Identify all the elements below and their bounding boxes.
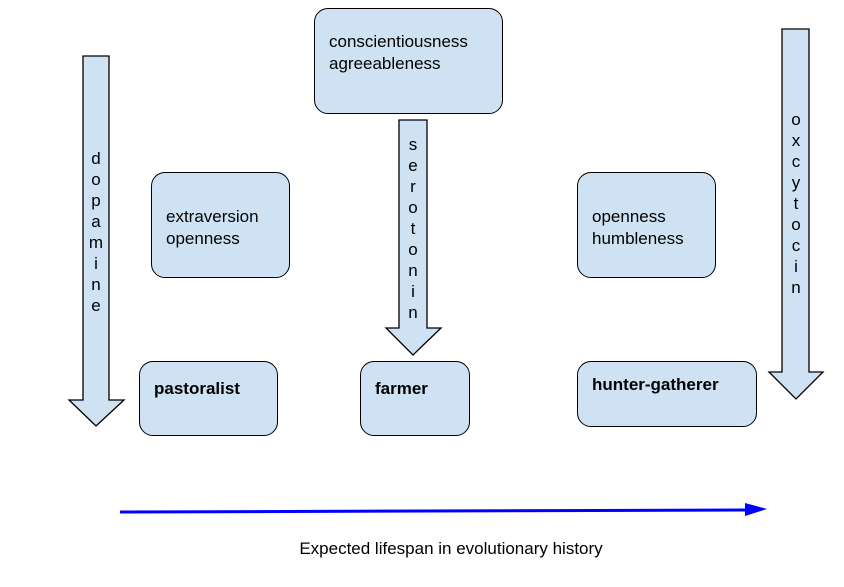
arrow-label-letter: c [791,152,801,171]
arrow-label-letter: d [91,149,101,168]
trait-conscientiousness: conscientiousness [329,32,468,51]
trait-agreeableness: agreeableness [329,54,441,73]
arrow-label-letter: p [91,191,101,210]
trait-extraversion: extraversion [166,207,259,226]
arrow-label-letter: r [410,177,416,196]
personality-box-top: conscientiousness agreeableness [314,8,503,114]
trait-openness: openness [592,207,666,226]
arrow-label-letter: m [88,233,104,252]
lifestyle-box-hunter-gatherer: hunter-gatherer [577,361,757,427]
trait-humbleness: humbleness [592,229,684,248]
arrow-label-letter: o [408,240,418,259]
lifestyle-box-farmer: farmer [360,361,470,436]
axis-caption: Expected lifespan in evolutionary histor… [299,539,603,558]
arrow-label-letter: o [791,110,801,129]
arrow-label-letter: n [408,261,418,280]
arrow-label-letter: x [791,131,801,150]
arrow-label-letter: i [94,254,98,273]
arrow-label-letter: n [791,278,801,297]
arrow-label-letter: o [91,170,101,189]
label-farmer: farmer [375,379,428,398]
arrow-label-letter: n [408,303,418,322]
trait-openness: openness [166,229,240,248]
arrow-label-letter: a [91,212,101,231]
dopamine-arrow [67,55,126,427]
lifespan-axis-line [119,508,746,514]
arrow-label-letter: i [794,257,798,276]
serotonin-arrow [384,119,443,356]
oxcytocin-arrow [767,28,825,400]
arrow-label-letter: o [408,198,418,217]
arrow-label-letter: s [408,135,418,154]
arrow-label-letter: n [91,275,101,294]
arrow-label-letter: t [410,219,416,238]
arrow-label-letter: o [791,215,801,234]
arrow-label-letter: c [791,236,801,255]
arrow-label-letter: t [793,194,799,213]
arrow-label-letter: e [408,156,418,175]
arrow-label-letter: i [411,282,415,301]
personality-box-left: extraversion openness [151,172,290,278]
personality-box-right: openness humbleness [577,172,716,278]
label-hunter-gatherer: hunter-gatherer [592,375,719,394]
lifestyle-box-pastoralist: pastoralist [139,361,278,436]
label-pastoralist: pastoralist [154,379,240,398]
arrow-label-letter: e [91,296,101,315]
lifespan-axis-arrowhead [745,503,767,516]
arrow-label-letter: y [791,173,801,192]
